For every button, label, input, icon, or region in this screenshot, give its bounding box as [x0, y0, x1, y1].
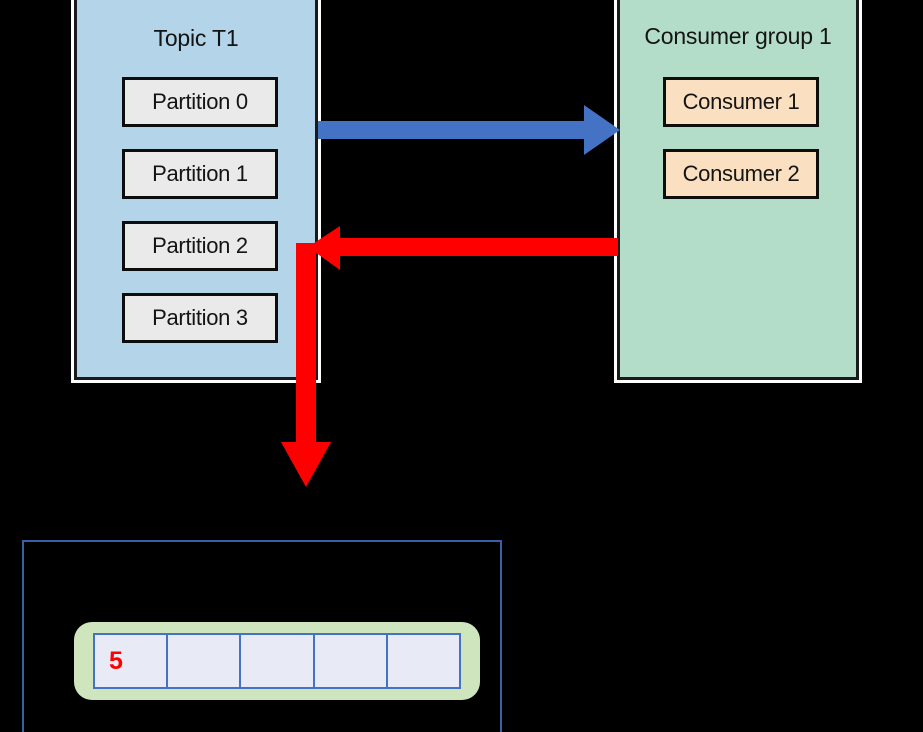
- log-cells: 5: [93, 633, 462, 689]
- log-cell-1[interactable]: [166, 633, 242, 689]
- log-cell-4[interactable]: [385, 633, 462, 689]
- log-cell-2[interactable]: [239, 633, 315, 689]
- consumer-box-1[interactable]: Consumer 1: [663, 77, 819, 127]
- consumer-group-title: Consumer group 1: [644, 23, 832, 49]
- topic-title: Topic T1: [153, 25, 239, 51]
- partition-box-3[interactable]: Partition 3: [122, 293, 278, 343]
- group-to-topic-arrow: [308, 226, 618, 270]
- partition-label-3: Partition 3: [152, 305, 248, 330]
- partition-label-0: Partition 0: [152, 89, 248, 114]
- partition-box-1[interactable]: Partition 1: [122, 149, 278, 199]
- log-bar: 5: [74, 622, 480, 700]
- consumer-label-2: Consumer 2: [682, 161, 800, 186]
- partition-box-2[interactable]: Partition 2: [122, 221, 278, 271]
- consumer-label-1: Consumer 1: [682, 89, 800, 114]
- partition-label-1: Partition 1: [152, 161, 248, 186]
- offset-log-panel: 5: [22, 540, 502, 732]
- topic-to-group-arrow: [318, 105, 620, 155]
- consumer-group-container: Consumer group 1 Consumer 1 Consumer 2: [614, 0, 862, 383]
- log-cell-3[interactable]: [312, 633, 388, 689]
- partition-label-2: Partition 2: [152, 233, 248, 258]
- partition-box-0[interactable]: Partition 0: [122, 77, 278, 127]
- consumer-box-2[interactable]: Consumer 2: [663, 149, 819, 199]
- topic-container: Topic T1 Partition 0 Partition 1 Partiti…: [71, 0, 321, 383]
- log-cell-0[interactable]: 5: [93, 633, 169, 689]
